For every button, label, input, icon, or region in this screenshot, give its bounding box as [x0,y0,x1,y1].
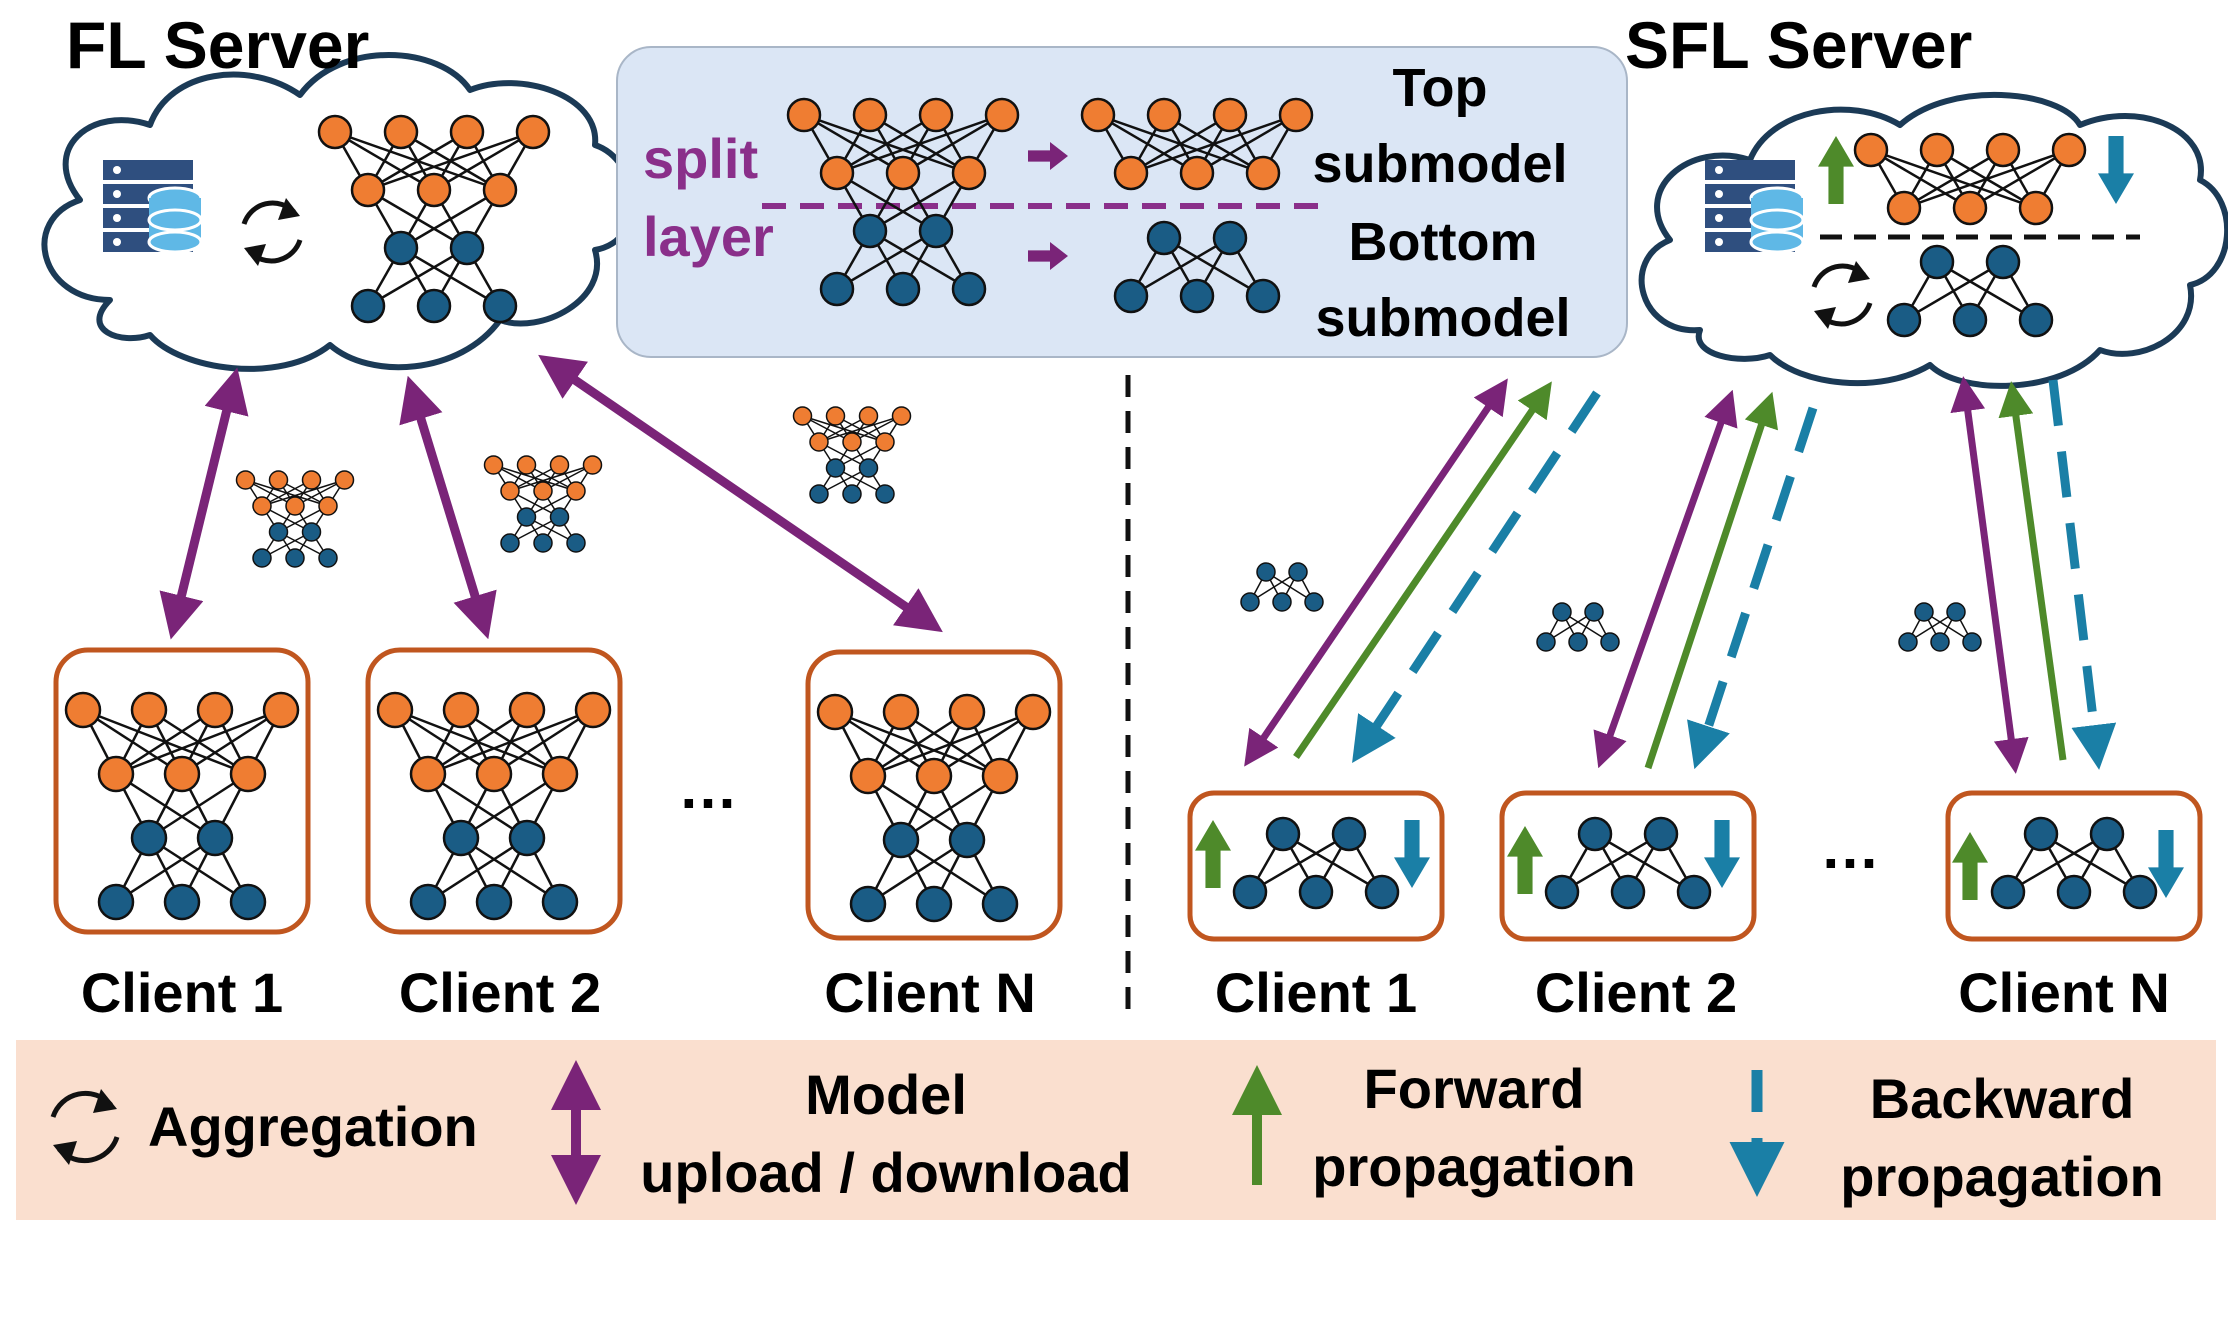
sfl-client-n-transfer-model-icon [1898,602,1982,652]
bottom-submodel-label-line2: submodel [1315,288,1570,348]
bottom-submodel-label-line1: Bottom [1349,212,1538,272]
sfl-client-1-transfer-model-icon [1240,562,1324,612]
fl-server-network-icon [317,114,551,324]
split-bottom-transform-arrow-icon [1028,242,1068,270]
top-submodel-label-line2: submodel [1312,134,1567,194]
sfl-client-n-model-arrow [1950,376,2029,774]
sfl-client-1-forward-up-arrow-icon [1195,820,1231,888]
legend-model-label-line1: Model [805,1063,967,1126]
fl-client-2-transfer-model-icon [483,455,603,553]
sfl-server-backward-down-arrow-icon [2098,136,2134,204]
sfl-server-top-submodel-icon [1853,132,2087,226]
sfl-client-1-network-icon [1232,816,1400,910]
sfl-client-1-model-arrow [1244,378,1508,767]
fl-client-2-network-icon [376,691,612,921]
sfl-client-2-forward-up-arrow-icon [1507,826,1543,894]
fl-database-server-icon [103,160,203,254]
legend-bar [16,1040,2216,1220]
sfl-client-1-backward-arrow [1352,390,1601,764]
fl-client-1-network-icon [64,691,300,921]
fl-ellipsis: … [678,754,738,821]
sfl-client-n-network-icon [1990,816,2158,910]
sfl-client-2-transfer-model-icon [1536,602,1620,652]
fl-sync-icon [241,198,303,266]
fl-client-n-label: Client N [824,961,1036,1024]
sfl-ellipsis: … [1820,814,1880,881]
sfl-client-n-backward-arrow [2048,379,2117,770]
fl-client-n-network-icon [816,693,1052,923]
legend-backward-label-line2: propagation [1840,1145,2164,1208]
sfl-client-2-network-icon [1544,816,1712,910]
fl-client-2-label: Client 2 [399,961,601,1024]
fl-client-n-box [805,649,1063,941]
sfl-client-n-forward-arrow [1998,381,2067,761]
split-label-line1: split [643,127,758,190]
fl-client-n-model-arrow [538,354,943,633]
split-top-transform-arrow-icon [1028,142,1068,170]
sfl-client-1-label: Client 1 [1215,961,1417,1024]
legend-backward-label-line1: Backward [1870,1067,2135,1130]
split-label-line2: layer [643,205,774,268]
fl-client-n-transfer-model-icon [792,406,912,504]
sfl-client-2-backward-arrow [1687,406,1818,770]
sfl-client-2-backward-down-arrow-icon [1704,820,1740,888]
legend-model-label-line2: upload / download [640,1141,1132,1204]
sfl-server-forward-up-arrow-icon [1818,136,1854,204]
sfl-server-title: SFL Server [1625,8,1972,82]
sfl-client-1-forward-arrow [1293,381,1552,759]
sfl-client-n-backward-down-arrow-icon [2148,830,2184,898]
sfl-client-2-model-arrow [1593,389,1738,769]
sfl-database-server-icon [1705,160,1805,254]
sfl-client-1-backward-down-arrow-icon [1394,820,1430,888]
fl-client-2-model-arrow [399,375,497,640]
fl-client-1-model-arrow [159,367,249,640]
fl-server-cloud-icon [41,52,636,372]
sfl-client-n-label: Client N [1958,961,2170,1024]
split-panel-top-submodel-icon [1080,97,1314,191]
sfl-client-2-forward-arrow [1644,391,1779,770]
legend-forward-label-line1: Forward [1364,1057,1585,1120]
sfl-sync-icon [1811,261,1873,329]
sfl-client-n-forward-up-arrow-icon [1952,832,1988,900]
fl-client-1-label: Client 1 [81,961,283,1024]
sfl-server-bottom-submodel-icon [1886,244,2054,338]
split-panel-full-network-icon [786,97,1020,307]
split-panel-bottom-submodel-icon [1113,220,1281,314]
legend-forward-label-line2: propagation [1312,1135,1636,1198]
legend-sync-icon [50,1089,120,1165]
top-submodel-label-line1: Top [1393,58,1488,118]
fl-server-title: FL Server [66,8,369,82]
fl-client-1-transfer-model-icon [235,470,355,568]
sfl-client-2-label: Client 2 [1535,961,1737,1024]
legend-aggregation-label: Aggregation [148,1095,478,1158]
